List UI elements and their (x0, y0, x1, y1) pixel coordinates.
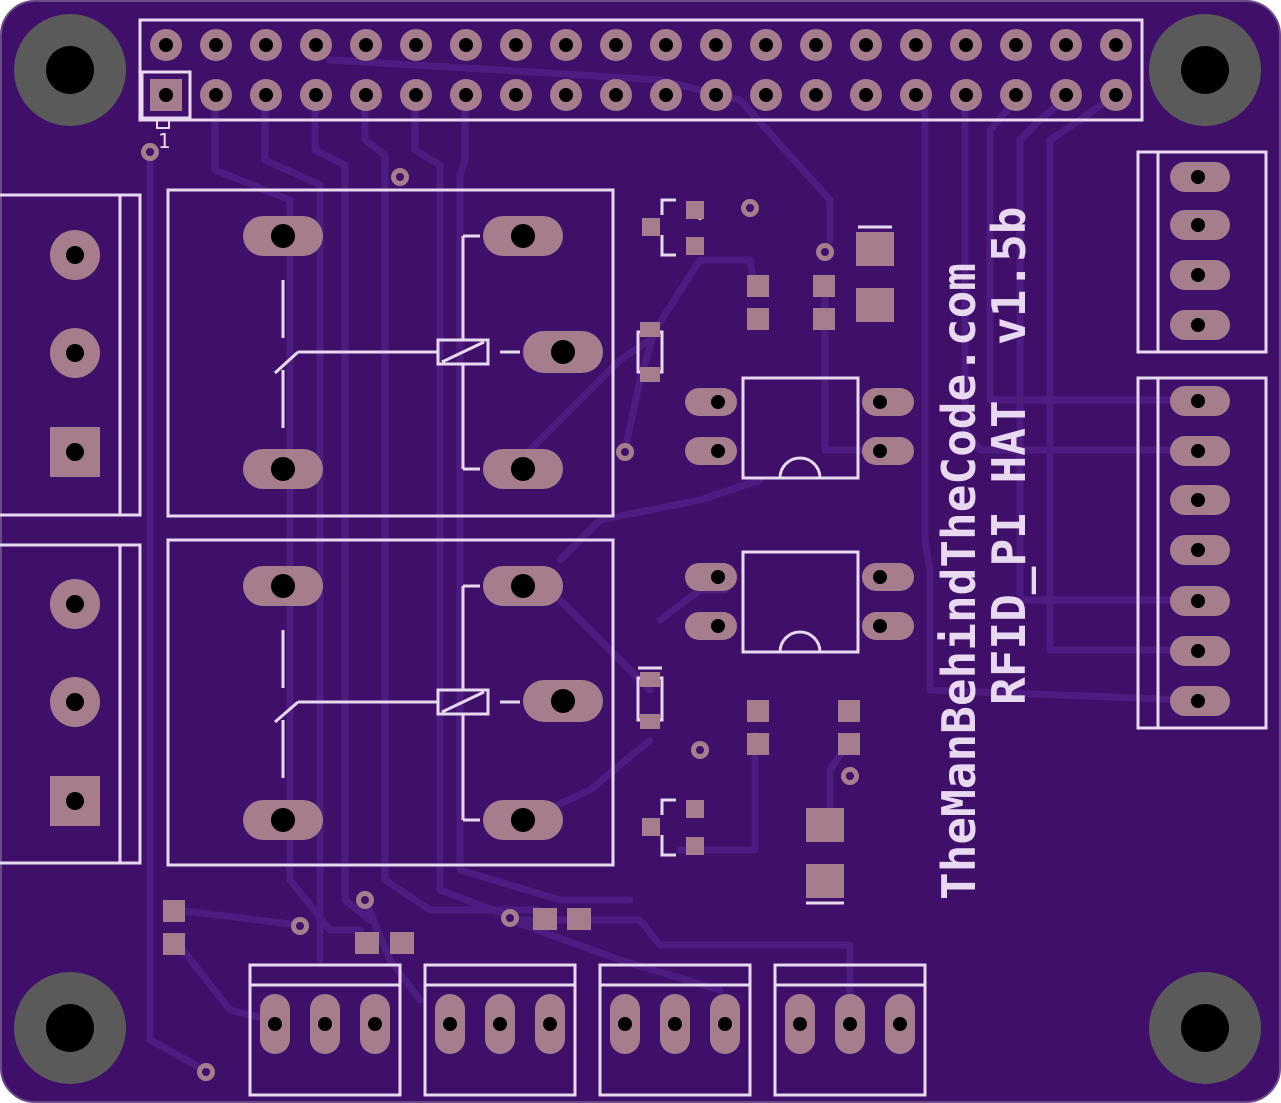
header-pin-drill (859, 38, 873, 52)
connector-pin-drill (443, 1017, 457, 1031)
optocoupler-1 (685, 376, 914, 480)
screw-terminal-relay-1 (0, 193, 142, 517)
header-pin-drill (1109, 88, 1123, 102)
header-pin-drill (259, 88, 273, 102)
header-pin-drill (909, 38, 923, 52)
header-pin-drill (559, 38, 573, 52)
header-pin-drill (159, 88, 173, 102)
header-pin-drill (359, 38, 373, 52)
diode-1 (636, 322, 664, 382)
header-pin-drill (509, 88, 523, 102)
header-pin-drill (609, 88, 623, 102)
screw-terminal-relay-2 (0, 543, 142, 865)
optocoupler-2 (685, 550, 914, 654)
connector-pin-drill (843, 1017, 857, 1031)
connector-pin-drill (1191, 644, 1205, 658)
header-pin-drill (459, 38, 473, 52)
connector-pin-drill (1191, 268, 1205, 282)
header-pin-drill (959, 38, 973, 52)
header-pin-drill (709, 88, 723, 102)
connector-pin-drill (668, 1017, 682, 1031)
header-pin-drill (759, 38, 773, 52)
header-pin-drill (409, 88, 423, 102)
header-pin-drill (459, 88, 473, 102)
connector-3pin-c (598, 963, 752, 1097)
connector-pin-drill (618, 1017, 632, 1031)
capacitor-2 (806, 808, 844, 905)
header-pin-drill (959, 88, 973, 102)
header-pin-drill (1059, 88, 1073, 102)
connector-pin-drill (1191, 543, 1205, 557)
connector-pin-drill (318, 1017, 332, 1031)
header-pin-drill (559, 88, 573, 102)
connector-pin-drill (1191, 444, 1205, 458)
connector-pin-drill (368, 1017, 382, 1031)
connector-7pin (1136, 376, 1268, 730)
header-pin-drill (409, 38, 423, 52)
header-pin-drill (809, 38, 823, 52)
connector-4pin (1136, 150, 1268, 354)
connector-pin-drill (268, 1017, 282, 1031)
transistor-1 (642, 198, 704, 257)
header-pin-drill (709, 38, 723, 52)
connector-pin-drill (1191, 694, 1205, 708)
connector-pin-drill (1191, 218, 1205, 232)
pin1-marker-box (156, 119, 170, 129)
header-pin-drill (859, 88, 873, 102)
connector-3pin-b (423, 963, 577, 1097)
header-pin-drill (659, 88, 673, 102)
header-pin-drill (809, 88, 823, 102)
connector-3pin-d (773, 963, 927, 1097)
capacitor-1 (856, 225, 894, 322)
pin1-label: 1 (158, 129, 171, 153)
connector-pin-drill (1191, 170, 1205, 184)
header-pin-drill (1109, 38, 1123, 52)
header-pin-drill (259, 38, 273, 52)
silkscreen-url: TheManBehindTheCode.com (932, 263, 986, 900)
bottom-connector-pins (260, 994, 915, 1054)
relay-2 (166, 538, 615, 867)
connector-pin-drill (793, 1017, 807, 1031)
vias (141, 143, 859, 1081)
relay-1 (166, 188, 615, 518)
header-pin-drill (309, 88, 323, 102)
gpio-header-40pin: 1 (138, 18, 1144, 153)
header-pin-drill (359, 88, 373, 102)
silkscreen-title: RFID_PI HAT v1.5b (982, 207, 1036, 706)
header-pin-drill (209, 88, 223, 102)
copper-traces (146, 56, 1194, 1074)
header-pin-drill (909, 88, 923, 102)
connector-pin-drill (1191, 493, 1205, 507)
connector-3pin-a (248, 963, 402, 1097)
connector-pin-drill (1191, 318, 1205, 332)
header-pin-drill (1059, 38, 1073, 52)
connector-pin-drill (1191, 594, 1205, 608)
header-pin-drill (659, 38, 673, 52)
header-pin-drill (1009, 88, 1023, 102)
connector-pin-drill (893, 1017, 907, 1031)
mounting-holes (14, 14, 1261, 1084)
header-pin-drill (159, 38, 173, 52)
connector-pin-drill (718, 1017, 732, 1031)
header-pin-drill (309, 38, 323, 52)
connector-pin-drill (543, 1017, 557, 1031)
header-pin-drill (609, 38, 623, 52)
header-pin-drill (509, 38, 523, 52)
header-pin-drill (759, 88, 773, 102)
header-pins (150, 29, 1132, 111)
connector-pin-drill (493, 1017, 507, 1031)
connector-pin-drill (1191, 394, 1205, 408)
transistor-2 (642, 798, 704, 857)
header-pin-drill (209, 38, 223, 52)
smd-pads (163, 275, 860, 955)
header-pin-drill (1009, 38, 1023, 52)
diode-2 (636, 666, 664, 729)
